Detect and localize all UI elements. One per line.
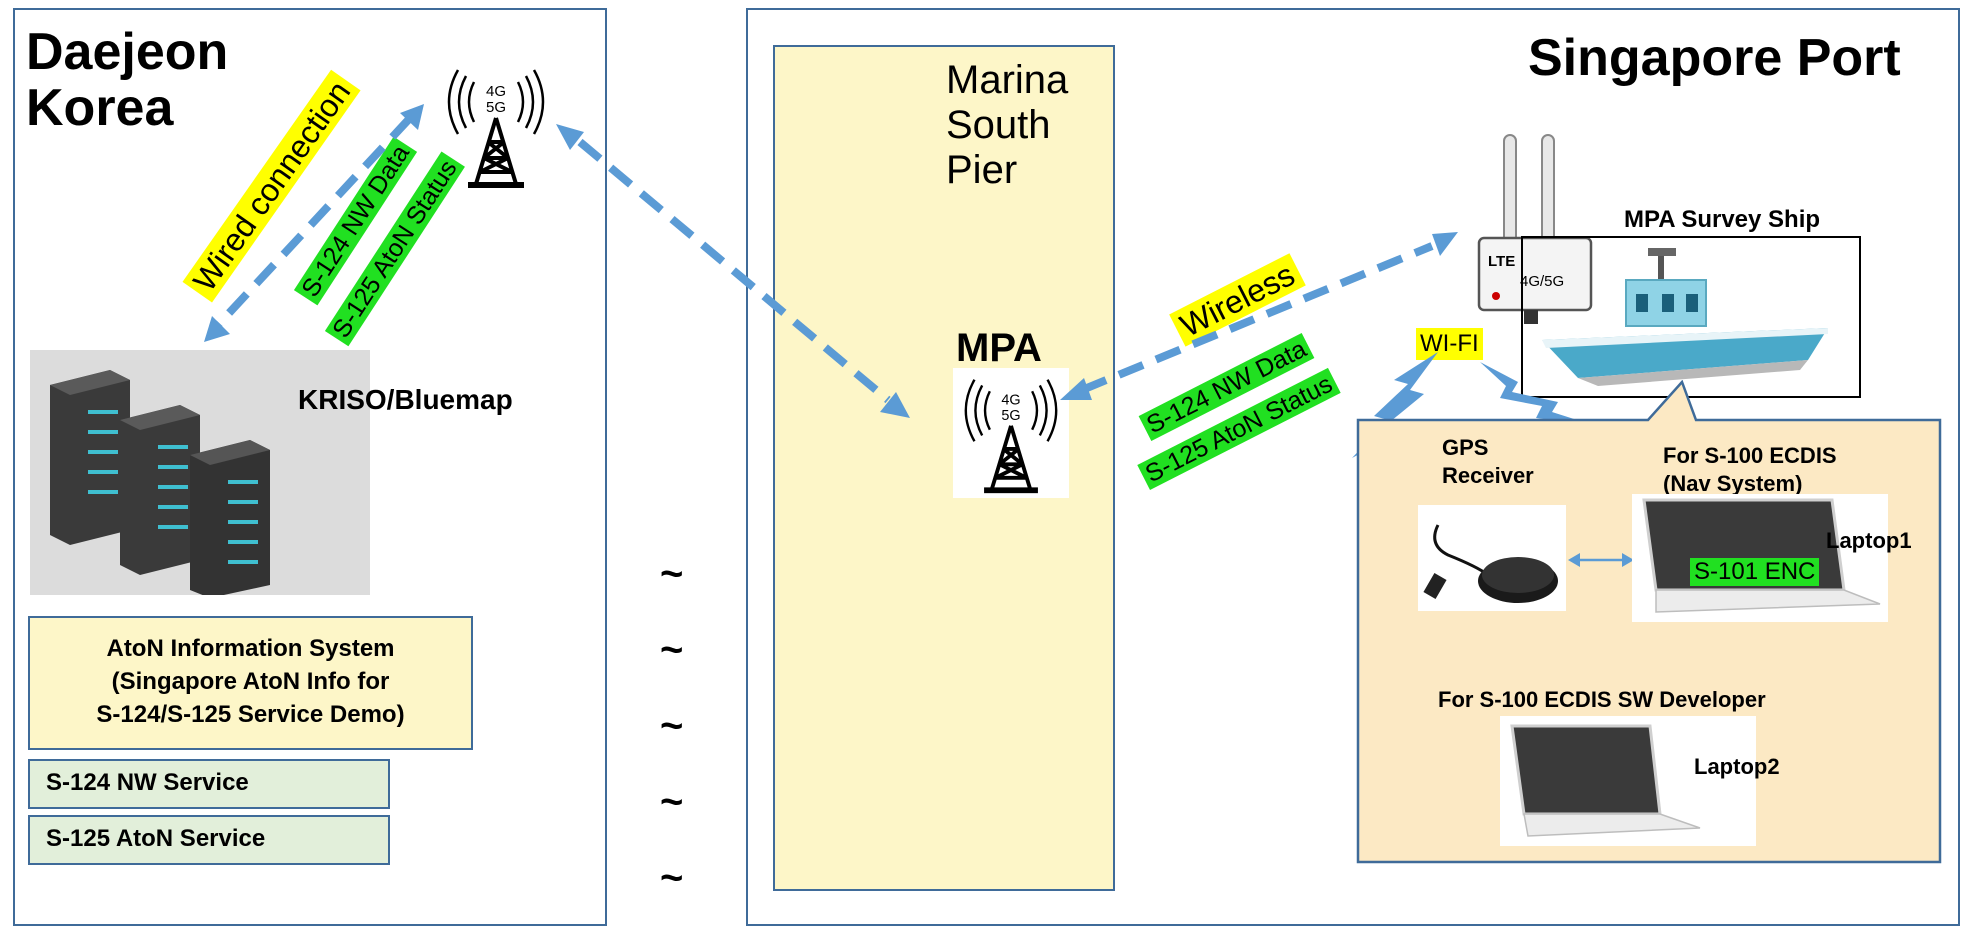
wireless-arrowhead-right xyxy=(1432,232,1458,256)
gps-label: GPS Receiver xyxy=(1442,434,1534,490)
gps-link-arrow xyxy=(1568,553,1634,567)
server-label: KRISO/Bluemap xyxy=(298,384,513,415)
ecdis-label: For S-100 ECDIS (Nav System) xyxy=(1663,442,1837,498)
tower-5g-text: 5G xyxy=(486,99,506,116)
laptop1-label: Laptop1 xyxy=(1826,528,1912,553)
gap-tilde-4: ~ xyxy=(660,780,684,824)
korea-location-title: Daejeon Korea xyxy=(26,24,228,136)
gap-tilde-1: ~ xyxy=(660,552,684,596)
info-system-line-2: (Singapore AtoN Info for xyxy=(111,668,390,695)
info-system-line-1: AtoN Information System xyxy=(106,635,395,662)
s101-enc-label: S-101 ENC xyxy=(1690,558,1820,586)
laptop2-label: Laptop2 xyxy=(1694,754,1780,779)
router-band-text: 4G/5G xyxy=(1520,273,1564,290)
wired-link-arrow-line xyxy=(215,115,413,328)
lte-router-icon: LTE 4G/5G xyxy=(1477,134,1593,324)
ship-frame xyxy=(1521,236,1861,398)
gap-tilde-2: ~ xyxy=(660,628,684,672)
info-system-line-3: S-124/S-125 Service Demo) xyxy=(96,701,405,728)
wireless-arrowhead-left xyxy=(1060,378,1092,400)
gps-receiver-icon xyxy=(1418,505,1566,611)
pier-line-1: Marina xyxy=(946,58,1069,102)
wireless-arrow-line xyxy=(1080,242,1434,394)
cell-tower-icon-mpa: 4G 5G xyxy=(964,379,1058,494)
mpa-tower-4g-text: 4G xyxy=(1001,393,1020,409)
wired-arrowhead-bottom xyxy=(204,316,230,342)
tower-4g-text: 4G xyxy=(486,83,506,100)
ecdis-line-1: For S-100 ECDIS xyxy=(1663,443,1837,468)
aton-info-system-box: AtoN Information System (Singapore AtoN … xyxy=(28,616,473,750)
backhaul-arrowhead-right xyxy=(880,392,910,418)
gap-tilde-3: ~ xyxy=(660,704,684,748)
backhaul-arrow-line xyxy=(577,138,891,404)
ship-label: MPA Survey Ship xyxy=(1624,206,1821,233)
wifi-signal-right-icon xyxy=(1480,362,1596,426)
gps-line-1: GPS xyxy=(1442,435,1489,460)
server-cluster-icon xyxy=(30,350,370,595)
s124-nw-service-box: S-124 NW Service xyxy=(28,759,390,809)
developer-label: For S-100 ECDIS SW Developer xyxy=(1438,687,1766,712)
singapore-port-title: Singapore Port xyxy=(1528,29,1901,87)
wired-arrowhead-top xyxy=(400,104,424,130)
laptop2-icon xyxy=(1500,716,1756,846)
router-lte-text: LTE xyxy=(1488,253,1515,270)
cell-tower-icon-korea: 4G 5G xyxy=(447,69,545,188)
survey-ship-icon xyxy=(1542,248,1828,386)
location-line-2: Korea xyxy=(26,79,174,137)
mpa-label: MPA xyxy=(956,326,1042,370)
backhaul-arrowhead-left xyxy=(556,124,584,150)
gps-line-2: Receiver xyxy=(1442,463,1534,488)
gap-tilde-5: ~ xyxy=(660,856,684,900)
pier-line-3: Pier xyxy=(946,148,1018,192)
s125-aton-service-box: S-125 AtoN Service xyxy=(28,815,390,865)
wifi-signal-left-icon xyxy=(1352,352,1438,458)
wifi-label: WI-FI xyxy=(1416,328,1483,360)
location-line-1: Daejeon xyxy=(26,23,229,81)
pier-label: Marina South Pier xyxy=(946,58,1068,193)
ecdis-line-2: (Nav System) xyxy=(1663,471,1803,496)
mpa-tower-5g-text: 5G xyxy=(1001,408,1020,424)
pier-line-2: South xyxy=(946,103,1051,147)
